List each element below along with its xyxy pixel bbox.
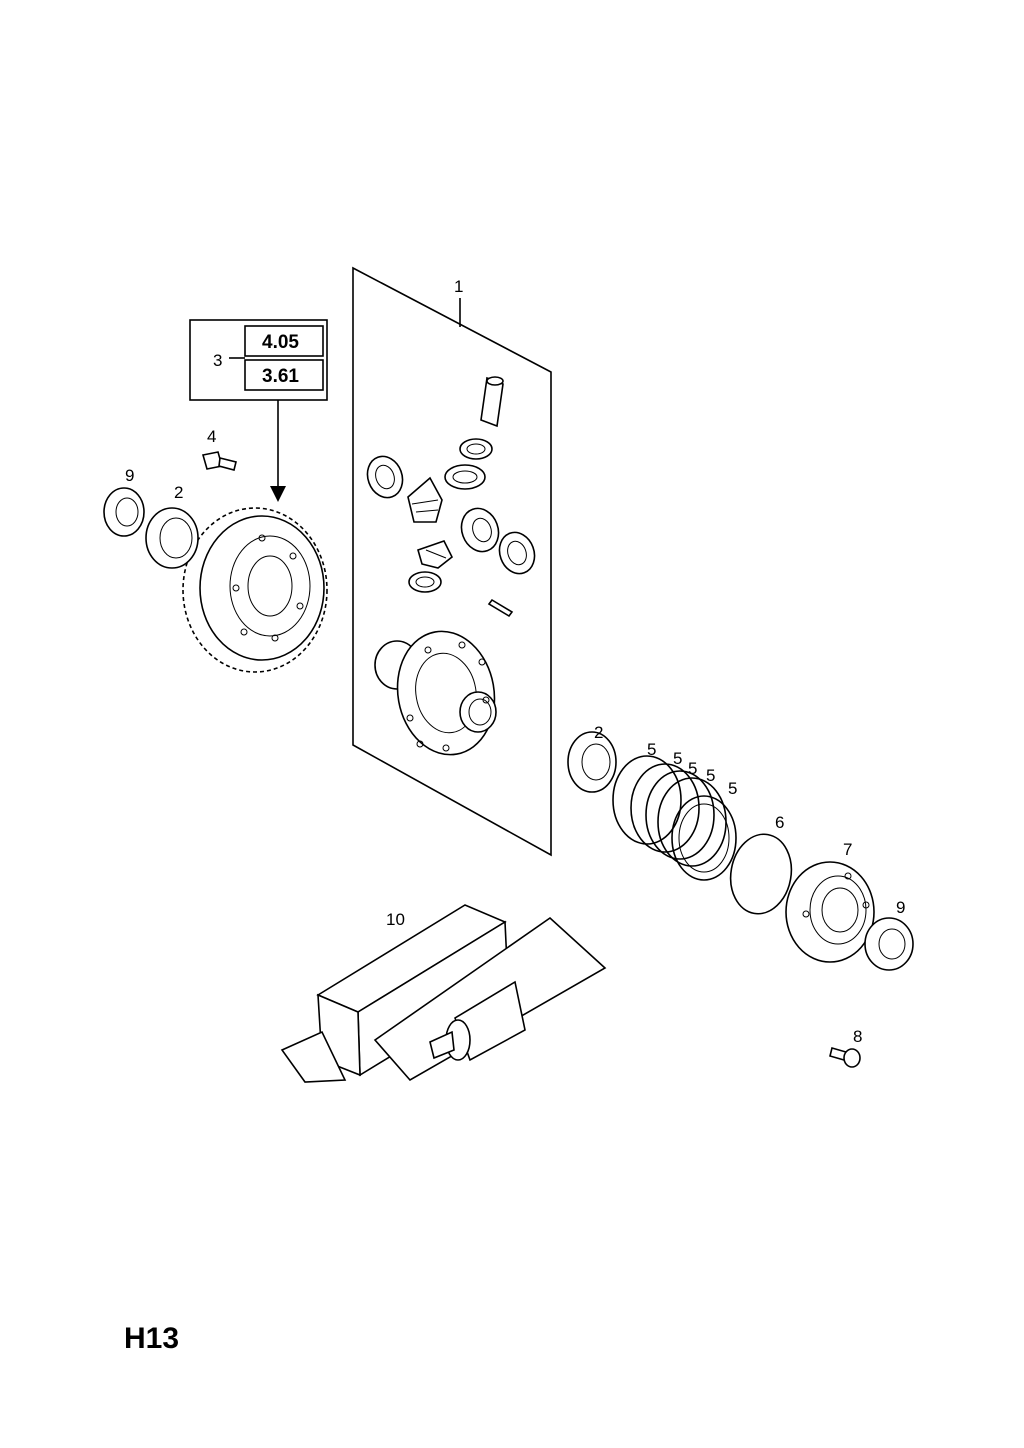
callout-2-right: 2	[594, 723, 603, 742]
thrust-washer-lower	[408, 571, 442, 593]
callout-5-c: 5	[688, 759, 697, 778]
callout-9-left: 9	[125, 466, 134, 485]
gear-bolt	[201, 451, 237, 471]
o-ring	[729, 833, 793, 915]
sealant-tube	[373, 916, 607, 1082]
callout-8: 8	[853, 1027, 862, 1046]
callout-4: 4	[207, 427, 216, 446]
shim-stack	[612, 755, 737, 881]
page-id: H13	[124, 1322, 179, 1355]
differential-housing	[374, 630, 497, 756]
callout-9-right: 9	[896, 898, 905, 917]
seal-right	[864, 917, 914, 971]
callout-6: 6	[775, 813, 784, 832]
callout-1: 1	[454, 277, 463, 296]
bearing-right	[567, 731, 617, 793]
side-gear-left	[407, 476, 443, 523]
callout-2-left: 2	[174, 483, 183, 502]
callout-10: 10	[386, 910, 405, 929]
bearing-cover	[785, 861, 875, 963]
differential-kit-panel	[352, 266, 552, 857]
callout-3: 3	[213, 351, 222, 370]
ratio-box	[189, 319, 328, 502]
thrust-washer-right	[498, 531, 536, 575]
callout-7: 7	[843, 840, 852, 859]
callout-5-e: 5	[728, 779, 737, 798]
thrust-washer-left	[366, 455, 404, 499]
thrust-washer-upper	[459, 438, 493, 460]
callout-5-b: 5	[673, 749, 682, 768]
cover-bolt	[829, 1047, 861, 1068]
bearing-left	[145, 507, 199, 569]
sealant-box	[280, 904, 509, 1083]
side-gear-small	[444, 464, 486, 490]
ratio-value-upper: 4.05	[262, 332, 299, 353]
seal-left	[103, 487, 145, 537]
callout-5-d: 5	[706, 766, 715, 785]
small-pin	[487, 598, 514, 618]
ratio-value-lower: 3.61	[262, 366, 299, 387]
crown-wheel-gear	[182, 507, 328, 673]
differential-pin	[480, 376, 504, 428]
pinion-gear-lower	[417, 540, 454, 569]
callout-5-a: 5	[647, 740, 656, 759]
side-gear-right	[460, 507, 500, 553]
